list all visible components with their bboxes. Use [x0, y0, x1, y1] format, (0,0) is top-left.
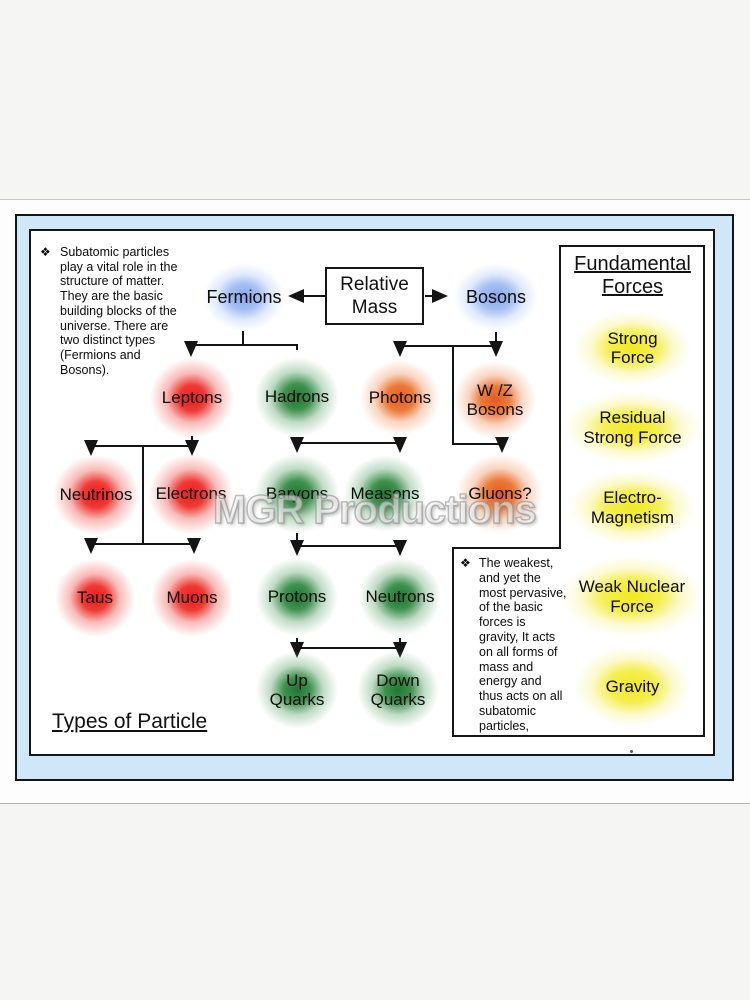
node-taus: Taus [55, 559, 135, 637]
node-muons-label: Muons [166, 588, 218, 608]
gravity-note: ❖ The weakest, and yet the most pervasiv… [460, 556, 578, 734]
node-down-quarks: Down Quarks [357, 651, 439, 729]
node-measons: Measons [344, 455, 426, 532]
node-bosons: Bosons [454, 263, 538, 331]
node-measons-label: Measons [350, 483, 420, 503]
node-bosons-label: Bosons [465, 286, 527, 307]
force-residual-label: Residual Strong Force [583, 408, 682, 447]
force-electro-label: Electro- Magnetism [590, 488, 675, 527]
node-leptons-label: Leptons [161, 388, 223, 408]
force-gravity: Gravity [574, 646, 691, 727]
node-up-quarks: Up Quarks [256, 651, 338, 729]
stray-dot [630, 750, 633, 753]
node-neutrinos-label: Neutrinos [59, 485, 133, 505]
node-hadrons-label: Hadrons [264, 387, 330, 407]
intro-note-text: Subatomic particles play a vital role in… [60, 245, 178, 377]
diamond-bullet-icon: ❖ [460, 556, 471, 570]
node-hadrons: Hadrons [255, 357, 339, 437]
node-fermions: Fermions [203, 263, 285, 331]
gravity-note-text: The weakest, and yet the most pervasive,… [479, 556, 567, 733]
force-strong: Strong Force [574, 311, 691, 385]
node-wz-bosons-label: W /Z Bosons [466, 380, 524, 419]
node-protons-label: Protons [267, 587, 327, 607]
node-fermions-label: Fermions [206, 286, 282, 307]
watermark-text: MGR Productions [212, 487, 537, 533]
force-gravity-label: Gravity [605, 676, 660, 696]
node-leptons: Leptons [150, 358, 234, 438]
node-electrons: Electrons [149, 454, 233, 534]
node-protons: Protons [256, 558, 338, 636]
node-up-quarks-label: Up Quarks [269, 670, 325, 709]
force-weak: Weak Nuclear Force [561, 556, 703, 637]
force-residual: Residual Strong Force [564, 392, 701, 463]
node-photons-label: Photons [368, 388, 432, 408]
node-gluons: Gluons? [457, 454, 543, 533]
poster-title: Types of Particle [52, 710, 208, 733]
node-baryons-label: Baryons [265, 483, 329, 503]
node-baryons: Baryons [255, 454, 339, 533]
node-electrons-label: Electrons [155, 484, 227, 504]
forces-panel-title: Fundamental Forces [574, 253, 691, 298]
node-neutrinos: Neutrinos [53, 455, 139, 535]
intro-note: ❖ Subatomic particles play a vital role … [40, 245, 190, 377]
node-gluons-label: Gluons? [468, 483, 532, 503]
node-muons: Muons [151, 559, 233, 637]
diamond-bullet-icon: ❖ [40, 245, 51, 259]
node-photons: Photons [360, 360, 440, 436]
node-neutrons: Neutrons [359, 558, 441, 636]
force-electro: Electro- Magnetism [569, 470, 696, 545]
force-weak-label: Weak Nuclear Force [578, 577, 686, 616]
node-taus-label: Taus [77, 588, 113, 608]
relative-mass-box: Relative Mass [325, 267, 424, 325]
force-strong-label: Strong Force [607, 328, 658, 367]
node-down-quarks-label: Down Quarks [370, 670, 426, 709]
node-neutrons-label: Neutrons [365, 587, 435, 607]
node-wz-bosons: W /Z Bosons [454, 361, 536, 439]
